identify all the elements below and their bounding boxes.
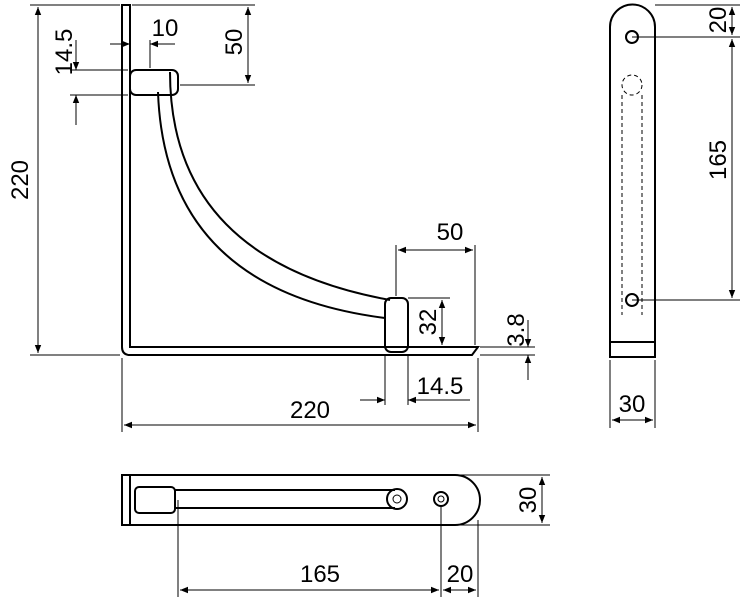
dim-top-pin-height: 50 — [221, 29, 248, 56]
dim-thickness: 3.8 — [503, 313, 530, 346]
bottom-dim-end-hole: 20 — [447, 561, 474, 588]
dim-bottom-pin-offset: 14.5 — [417, 373, 464, 400]
dim-top-pin-width: 10 — [152, 15, 179, 42]
bottom-dim-hole-spacing: 165 — [300, 561, 340, 588]
side-dim-top-hole: 20 — [705, 7, 732, 34]
dim-bottom-pin-height: 32 — [415, 309, 442, 336]
side-dim-width: 30 — [619, 391, 646, 418]
front-view: 220 14.5 10 50 50 32 3.8 14.5 — [7, 4, 535, 432]
dim-total-height: 220 — [7, 160, 34, 200]
bottom-view: 30 165 20 — [121, 474, 550, 597]
dim-bottom-pin-length: 50 — [437, 219, 464, 246]
dim-top-pin-offset: 14.5 — [51, 29, 78, 76]
side-view: 20 165 30 — [609, 3, 740, 428]
bottom-dim-width: 30 — [515, 487, 542, 514]
dim-total-width: 220 — [290, 397, 330, 424]
side-dim-hole-spacing: 165 — [705, 140, 732, 180]
